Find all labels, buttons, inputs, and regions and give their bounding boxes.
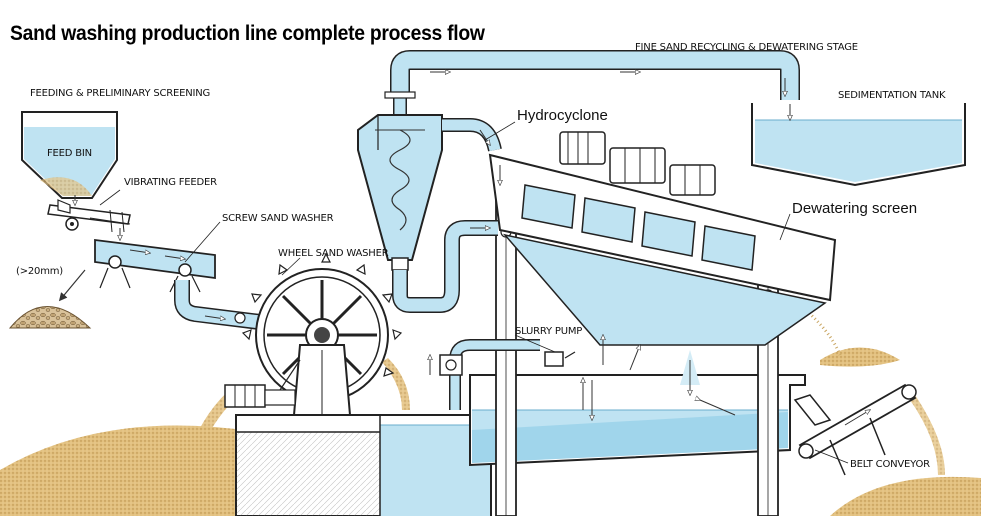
label-belt-conveyor: BELT CONVEYOR xyxy=(850,459,930,470)
dewatering-screen xyxy=(488,131,837,395)
label-sedimentation-tank: SEDIMENTATION TANK xyxy=(838,90,946,101)
leader-lines xyxy=(99,121,849,464)
label-dewatering-screen: Dewatering screen xyxy=(792,200,918,217)
label-wheel-sand-washer: WHEEL SAND WASHER xyxy=(278,248,389,259)
sedimentation-tank xyxy=(751,103,966,187)
feed-bin xyxy=(21,111,118,199)
slurry-pump xyxy=(430,335,640,420)
stage-label-fine-sand: FINE SAND RECYCLING & DEWATERING STAGE xyxy=(635,42,858,53)
label-feed-bin: FEED BIN xyxy=(47,148,92,159)
belt-conveyor xyxy=(793,383,917,476)
hydrocyclone xyxy=(357,91,502,313)
feed-flow-arrows xyxy=(75,165,500,240)
screw-sand-washer xyxy=(94,238,261,330)
label-slurry-pump: SLURRY PUMP xyxy=(515,326,583,337)
label-hydrocyclone: Hydrocyclone xyxy=(517,107,608,124)
label-screw-sand-washer: SCREW SAND WASHER xyxy=(222,213,334,224)
wheel-sand-washer xyxy=(224,252,403,416)
page-title: Sand washing production line complete pr… xyxy=(10,22,485,45)
label-oversize: (>20mm) xyxy=(16,266,63,277)
slurry-tank xyxy=(469,374,806,467)
stage-label-feeding: FEEDING & PRELIMINARY SCREENING xyxy=(30,88,211,99)
oversize-gravel-pile xyxy=(8,269,92,329)
vibrating-feeder xyxy=(47,199,131,233)
return-pipe xyxy=(390,50,800,100)
label-vibrating-feeder: VIBRATING FEEDER xyxy=(124,177,217,188)
water-tank xyxy=(235,414,492,516)
